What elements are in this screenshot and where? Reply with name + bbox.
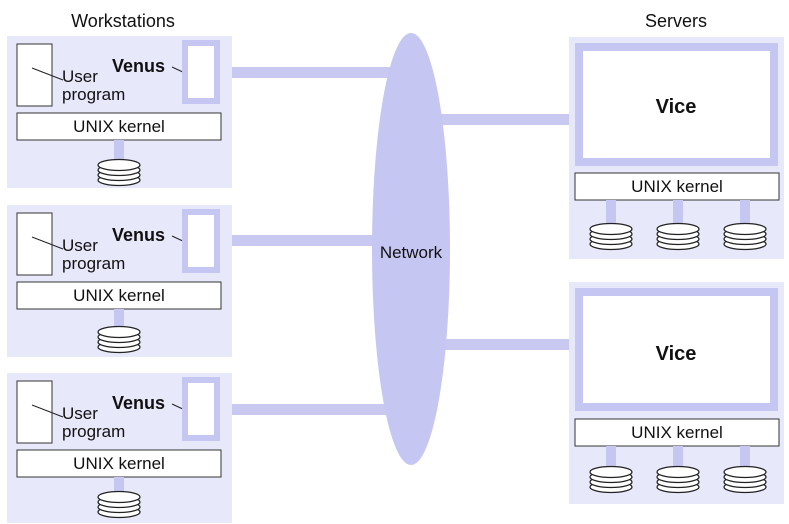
user-program-box	[16, 43, 53, 107]
disk-icon	[97, 490, 141, 519]
unix-kernel-label: UNIX kernel	[631, 423, 723, 442]
link-workstation-3	[222, 404, 394, 415]
user-program-box	[16, 212, 53, 276]
user-label: User	[62, 236, 98, 255]
venus-label: Venus	[112, 393, 165, 413]
unix-kernel-label: UNIX kernel	[73, 117, 165, 136]
disk-icon	[589, 222, 633, 251]
server-1: Vice UNIX kernel	[569, 37, 784, 259]
program-label: program	[62, 422, 125, 441]
disk-icon	[723, 222, 767, 251]
unix-kernel-box	[574, 172, 780, 201]
workstation-1: User program Venus UNIX kernel	[7, 36, 232, 188]
user-label: User	[62, 404, 98, 423]
vice-label: Vice	[656, 96, 697, 118]
connection-lines	[222, 67, 570, 415]
user-label: User	[62, 67, 98, 86]
disk-icon	[97, 158, 141, 187]
disk-icon	[656, 465, 700, 494]
venus-label: Venus	[112, 56, 165, 76]
server-2: Vice UNIX kernel	[569, 282, 784, 504]
program-label: program	[62, 85, 125, 104]
unix-kernel-label: UNIX kernel	[631, 177, 723, 196]
disk-icon	[656, 222, 700, 251]
vice-box	[583, 296, 770, 403]
workstation-2: User program Venus UNIX kernel	[7, 205, 232, 357]
disk-icon	[723, 465, 767, 494]
program-label: program	[62, 254, 125, 273]
link-server-1	[430, 114, 570, 125]
unix-kernel-box	[16, 281, 222, 310]
disk-connector	[114, 309, 124, 331]
disk-icon	[97, 325, 141, 354]
unix-kernel-box	[16, 112, 222, 141]
workstation-3: User program Venus UNIX kernel	[7, 373, 232, 523]
venus-box	[188, 383, 214, 435]
network-cloud	[372, 33, 450, 465]
vice-label: Vice	[656, 343, 697, 365]
link-workstation-2	[222, 235, 382, 246]
venus-box	[188, 46, 214, 98]
servers-header: Servers	[645, 11, 707, 31]
unix-kernel-box	[574, 418, 780, 447]
user-program-pointer	[31, 236, 64, 250]
disk-connector	[606, 446, 616, 471]
disk-connector	[606, 200, 616, 227]
venus-box	[188, 215, 214, 267]
workstations-header: Workstations	[71, 11, 175, 31]
disk-icon	[589, 465, 633, 494]
user-program-pointer	[31, 67, 64, 81]
user-program-box	[16, 380, 53, 444]
vice-box	[583, 51, 770, 158]
disk-connector	[740, 446, 750, 471]
link-workstation-1	[222, 67, 394, 78]
network-label: Network	[380, 243, 443, 262]
disk-connector	[673, 200, 683, 227]
venus-label: Venus	[112, 225, 165, 245]
user-program-pointer	[31, 404, 64, 418]
unix-kernel-label: UNIX kernel	[73, 286, 165, 305]
disk-connector	[740, 200, 750, 227]
unix-kernel-label: UNIX kernel	[73, 454, 165, 473]
disk-connector	[114, 477, 124, 497]
disk-connector	[114, 140, 124, 164]
disk-connector	[673, 446, 683, 471]
link-server-2	[430, 339, 570, 350]
